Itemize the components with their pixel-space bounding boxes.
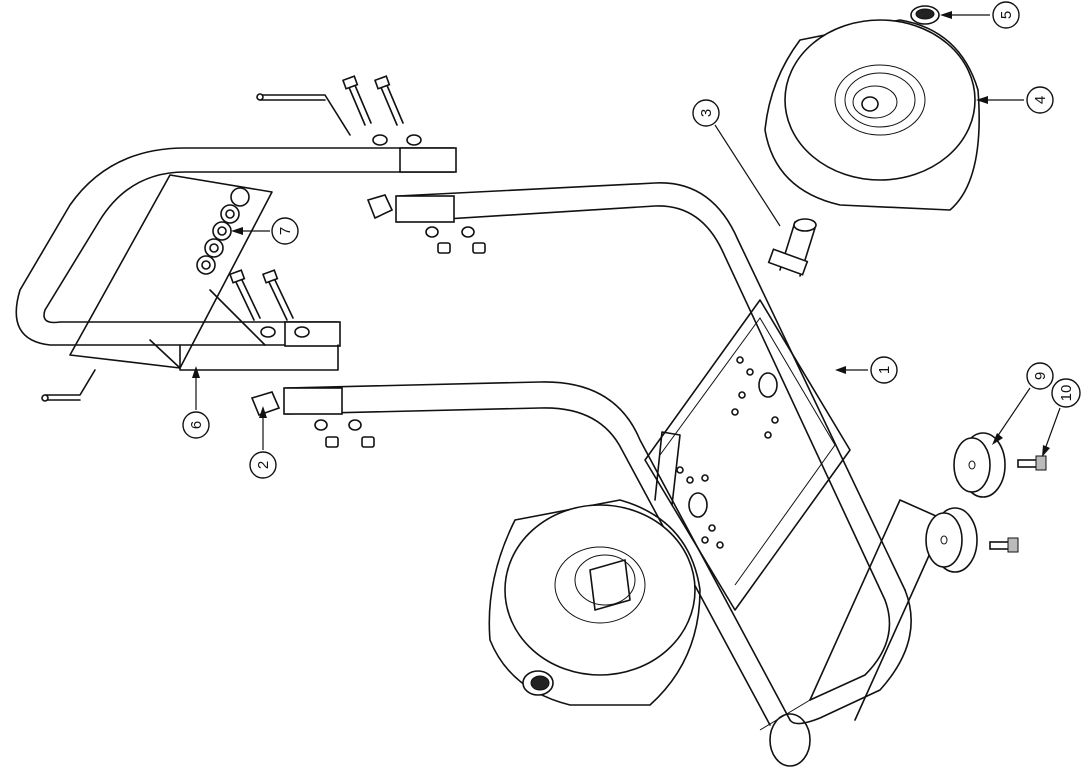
leader-arrow-4 — [976, 96, 988, 104]
svg-text:7: 7 — [277, 227, 294, 235]
frame — [283, 182, 946, 767]
svg-text:6: 6 — [188, 421, 205, 429]
leader-10 — [1043, 407, 1061, 453]
feet — [925, 432, 1006, 573]
callout-9: 9 — [1026, 362, 1054, 390]
nuts-upper — [425, 226, 486, 254]
callout-4: 4 — [1026, 86, 1054, 114]
wheel-lower — [488, 499, 701, 706]
callout-7: 7 — [271, 217, 299, 245]
handle — [15, 93, 457, 402]
leader-arrow-9 — [992, 433, 1003, 445]
frame-tube-end-lower — [283, 387, 343, 415]
axle-cap-lower — [522, 670, 554, 696]
axle-cap-upper — [910, 5, 940, 25]
leader-arrow-10 — [1042, 445, 1050, 457]
tube-end-caps — [250, 194, 394, 417]
plate-holes — [676, 356, 779, 549]
callout-1: 1 — [870, 356, 898, 384]
callout-3: 3 — [692, 99, 720, 127]
leader-9 — [994, 387, 1031, 441]
svg-text:4: 4 — [1032, 96, 1049, 104]
leader-arrow-5 — [940, 11, 952, 19]
svg-text:3: 3 — [698, 109, 715, 117]
lift-ring — [769, 713, 811, 767]
callout-2: 2 — [249, 451, 277, 479]
nuts-lower — [314, 419, 375, 448]
svg-text:10: 10 — [1058, 385, 1075, 402]
leader-arrow-7 — [231, 227, 243, 235]
svg-text:9: 9 — [1032, 372, 1049, 380]
handle-tube-end-upper — [399, 147, 457, 173]
callouts: 1 2 3 4 5 6 — [182, 1, 1081, 479]
hose-bracket — [69, 174, 273, 369]
svg-text:1: 1 — [876, 366, 893, 374]
axle — [654, 218, 817, 506]
leader-3 — [714, 124, 781, 227]
leader-arrow-6 — [192, 366, 200, 378]
callout-5: 5 — [992, 1, 1020, 29]
foot-bolts — [989, 455, 1047, 553]
callout-10: 10 — [1051, 378, 1081, 408]
wheel-upper — [764, 19, 980, 211]
svg-text:2: 2 — [255, 461, 272, 469]
leader-arrow-1 — [835, 366, 846, 374]
svg-text:5: 5 — [998, 11, 1015, 19]
callout-6: 6 — [182, 411, 210, 439]
handle-tube-end-lower — [284, 321, 341, 347]
bolts-upper — [341, 75, 422, 146]
bolts-lower — [228, 269, 310, 338]
leader-arrow-2 — [259, 406, 267, 418]
frame-tube-end-upper — [395, 195, 455, 223]
